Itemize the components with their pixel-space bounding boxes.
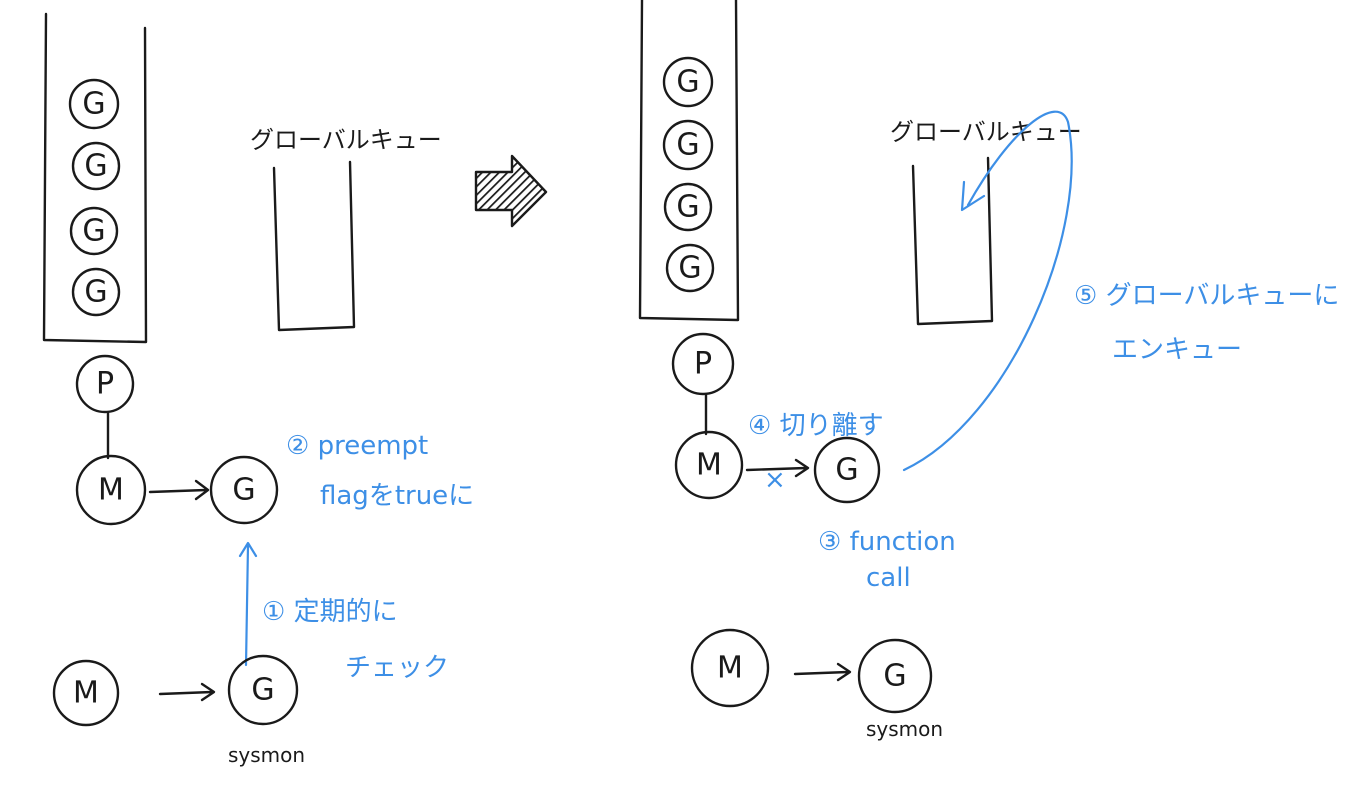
left-local-run-queue bbox=[42, 12, 148, 344]
machine-label: M bbox=[98, 473, 124, 508]
left-queue-goroutine-3: G bbox=[69, 206, 119, 256]
right-sysmon-arrow bbox=[793, 662, 852, 682]
goroutine-label: G bbox=[84, 149, 107, 184]
left-queue-goroutine-2: G bbox=[71, 141, 121, 191]
step2-label-line1: ② preempt bbox=[286, 431, 428, 461]
step2-label-line2: flagをtrueに bbox=[320, 481, 474, 511]
left-queue-goroutine-1: G bbox=[68, 78, 120, 130]
right-sysmon-machine: M bbox=[690, 628, 770, 708]
machine-label: M bbox=[73, 676, 99, 711]
goroutine-label: G bbox=[84, 275, 107, 310]
step1-label-line2: チェック bbox=[345, 653, 449, 683]
left-global-queue bbox=[272, 160, 356, 332]
step1-check-arrow bbox=[238, 541, 258, 667]
goroutine-label: G bbox=[835, 453, 858, 488]
right-machine-m: M bbox=[674, 430, 744, 500]
right-arrow-icon bbox=[474, 154, 548, 228]
right-queue-goroutine-1: G bbox=[662, 56, 714, 108]
left-sysmon-arrow bbox=[158, 682, 216, 702]
left-sysmon-label: sysmon bbox=[228, 743, 305, 767]
left-queue-goroutine-4: G bbox=[71, 267, 121, 317]
right-global-queue-label: グローバルキュー bbox=[890, 118, 1082, 146]
right-queue-goroutine-2: G bbox=[662, 119, 714, 171]
right-sysmon-label: sysmon bbox=[866, 717, 943, 741]
left-m-to-g-arrow bbox=[148, 479, 210, 501]
goroutine-label: G bbox=[676, 65, 699, 100]
goroutine-label: G bbox=[883, 659, 906, 694]
step3-label-line1: ③ function bbox=[818, 527, 956, 557]
left-global-queue-label: グローバルキュー bbox=[250, 126, 442, 154]
step5-enqueue-arrow bbox=[902, 110, 1073, 472]
step3-label-line2: call bbox=[866, 563, 911, 593]
goroutine-label: G bbox=[232, 473, 255, 508]
step5-label-line2: エンキュー bbox=[1112, 335, 1242, 365]
goroutine-label: G bbox=[82, 214, 105, 249]
left-panel: G G G G グローバルキュー P M G bbox=[42, 12, 474, 767]
left-processor-p: P bbox=[75, 354, 135, 414]
goroutine-label: G bbox=[676, 190, 699, 225]
left-sysmon-goroutine: G bbox=[227, 654, 299, 726]
right-local-run-queue bbox=[638, 0, 740, 322]
right-global-queue bbox=[911, 156, 994, 326]
right-queue-goroutine-3: G bbox=[663, 182, 713, 232]
machine-label: M bbox=[696, 448, 722, 483]
right-panel: G G G G グローバルキュー P M × G bbox=[638, 0, 1339, 741]
left-sysmon-machine: M bbox=[52, 659, 120, 727]
goroutine-label: G bbox=[676, 128, 699, 163]
right-m-to-g-arrow bbox=[745, 458, 810, 478]
processor-label: P bbox=[96, 367, 114, 402]
detach-cross: × bbox=[764, 465, 786, 495]
step4-label: ④ 切り離す bbox=[748, 411, 884, 441]
step5-label-line1: ⑤ グローバルキューに bbox=[1074, 281, 1339, 311]
goroutine-label: G bbox=[82, 87, 105, 122]
right-queue-goroutine-4: G bbox=[665, 243, 715, 293]
processor-label: P bbox=[694, 347, 712, 382]
right-detached-goroutine: G bbox=[813, 436, 881, 504]
goroutine-label: G bbox=[251, 673, 274, 708]
right-processor-p: P bbox=[671, 332, 735, 396]
left-running-goroutine: G bbox=[209, 455, 279, 525]
goroutine-label: G bbox=[678, 251, 701, 286]
step1-label-line1: ① 定期的に bbox=[262, 597, 398, 627]
right-sysmon-goroutine: G bbox=[857, 638, 933, 714]
machine-label: M bbox=[717, 651, 743, 686]
left-machine-m: M bbox=[75, 454, 147, 526]
